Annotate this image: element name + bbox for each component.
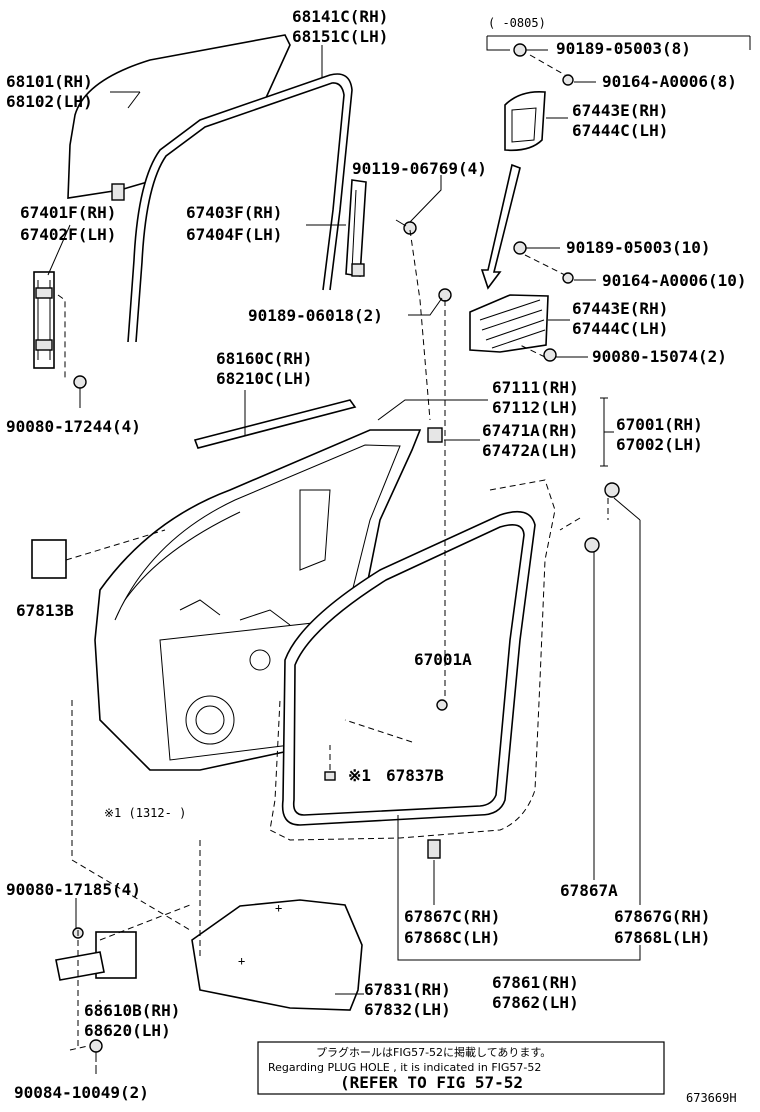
label-belt-rh: 68160C(RH): [216, 349, 312, 368]
label-panel-assy-lh: 67112(LH): [492, 398, 579, 417]
direction-arrow: [480, 163, 521, 290]
label-bolt-10049: 90084-10049(2): [14, 1083, 149, 1102]
plug-hole-note: プラグホールはFIG57-52に掲載してあります。 Regarding PLUG…: [257, 1041, 665, 1095]
label-clip-g-rh: 67867G(RH): [614, 907, 710, 926]
service-hole-film: + +: [191, 899, 363, 1011]
label-channel-front-lh: 67402F(LH): [20, 225, 116, 244]
label-glass-run-rh: 68141C(RH): [292, 7, 388, 26]
label-pad-837-number: 67837B: [386, 766, 444, 785]
label-bolt-06018: 90189-06018(2): [248, 306, 383, 325]
label-bolt-05003-8: 90189-05003(8): [556, 39, 691, 58]
label-panel-upper-rh: 67443E(RH): [572, 101, 668, 120]
label-nut-17244: 90080-17244(4): [6, 417, 141, 436]
label-clip-lh: 67472A(LH): [482, 441, 578, 460]
screw-06769: [395, 219, 417, 235]
label-clip-c-lh: 67868C(LH): [404, 928, 500, 947]
label-nut-15074: 90080-15074(2): [592, 347, 727, 366]
label-channel-rear-rh: 67403F(RH): [186, 203, 282, 222]
label-nut-17185: 90080-17185(4): [6, 880, 141, 899]
label-weather-rh: 67861(RH): [492, 973, 579, 992]
guide-lines-dashed: [57, 54, 609, 1051]
label-panel-lower-rh: 67443E(RH): [572, 299, 668, 318]
label-glass-run-lh: 68151C(LH): [292, 27, 388, 46]
part-labels: 68141C(RH) 68151C(LH) 68101(RH) 68102(LH…: [6, 7, 747, 1105]
label-hinge-lh: 68620(LH): [84, 1021, 171, 1040]
label-channel-front-rh: 67401F(RH): [20, 203, 116, 222]
label-glass-rh: 68101(RH): [6, 72, 93, 91]
label-belt-lh: 68210C(LH): [216, 369, 312, 388]
door-hinge: [55, 927, 137, 1062]
leader-lines: [47, 35, 751, 1074]
label-pad: 67813B: [16, 601, 74, 620]
label-weather-lh: 67862(LH): [492, 993, 579, 1012]
rear-channel: [345, 179, 367, 277]
label-channel-rear-lh: 67404F(LH): [186, 225, 282, 244]
label-panel-upper-lh: 67444C(LH): [572, 121, 668, 140]
svg-text:+: +: [238, 954, 245, 968]
label-bolt-05003-10: 90189-05003(10): [566, 238, 711, 257]
label-range-0805: ( -0805): [488, 16, 546, 30]
label-panel-assy-rh: 67111(RH): [492, 378, 579, 397]
label-film-rh: 67831(RH): [364, 980, 451, 999]
label-door-rh: 67001(RH): [616, 415, 703, 434]
pad-67813b: [31, 539, 67, 579]
note-line-japanese: プラグホールはFIG57-52に掲載してあります。: [316, 1045, 551, 1059]
label-clip-c-rh: 67867C(RH): [404, 907, 500, 926]
label-glass-lh: 68102(LH): [6, 92, 93, 111]
label-figure-id: 673669H: [686, 1091, 737, 1105]
note-line-english: Regarding PLUG HOLE , it is indicated in…: [268, 1061, 541, 1074]
clips-weatherstrip: [324, 482, 620, 859]
front-channel: [33, 271, 55, 369]
service-panel-lower: [469, 294, 549, 353]
glass-run-weatherstrip: [127, 73, 353, 343]
note-line-refer: (REFER TO FIG 57-52: [340, 1073, 523, 1092]
label-mark-range: ※1 (1312- ): [104, 806, 186, 820]
label-clip-rh: 67471A(RH): [482, 421, 578, 440]
label-clip-g-lh: 67868L(LH): [614, 928, 710, 947]
label-film-lh: 67832(LH): [364, 1000, 451, 1019]
service-panel-upper: [504, 90, 546, 152]
label-panel-lower-lh: 67444C(LH): [572, 319, 668, 338]
clip-67471a: [427, 427, 443, 443]
label-door-lh: 67002(LH): [616, 435, 703, 454]
label-screw-a0006-8: 90164-A0006(8): [602, 72, 737, 91]
svg-text:+: +: [275, 901, 282, 915]
label-pad-837: ※1: [348, 766, 371, 785]
label-weatherstrip-clip: 67867A: [560, 881, 618, 900]
label-screw-06769: 90119-06769(4): [352, 159, 487, 178]
door-weatherstrip: [281, 510, 536, 826]
label-hinge-rh: 68610B(RH): [84, 1001, 180, 1020]
label-screw-a0006-10: 90164-A0006(10): [602, 271, 747, 290]
label-plug: 67001A: [414, 650, 472, 669]
belt-moulding: [193, 399, 357, 449]
